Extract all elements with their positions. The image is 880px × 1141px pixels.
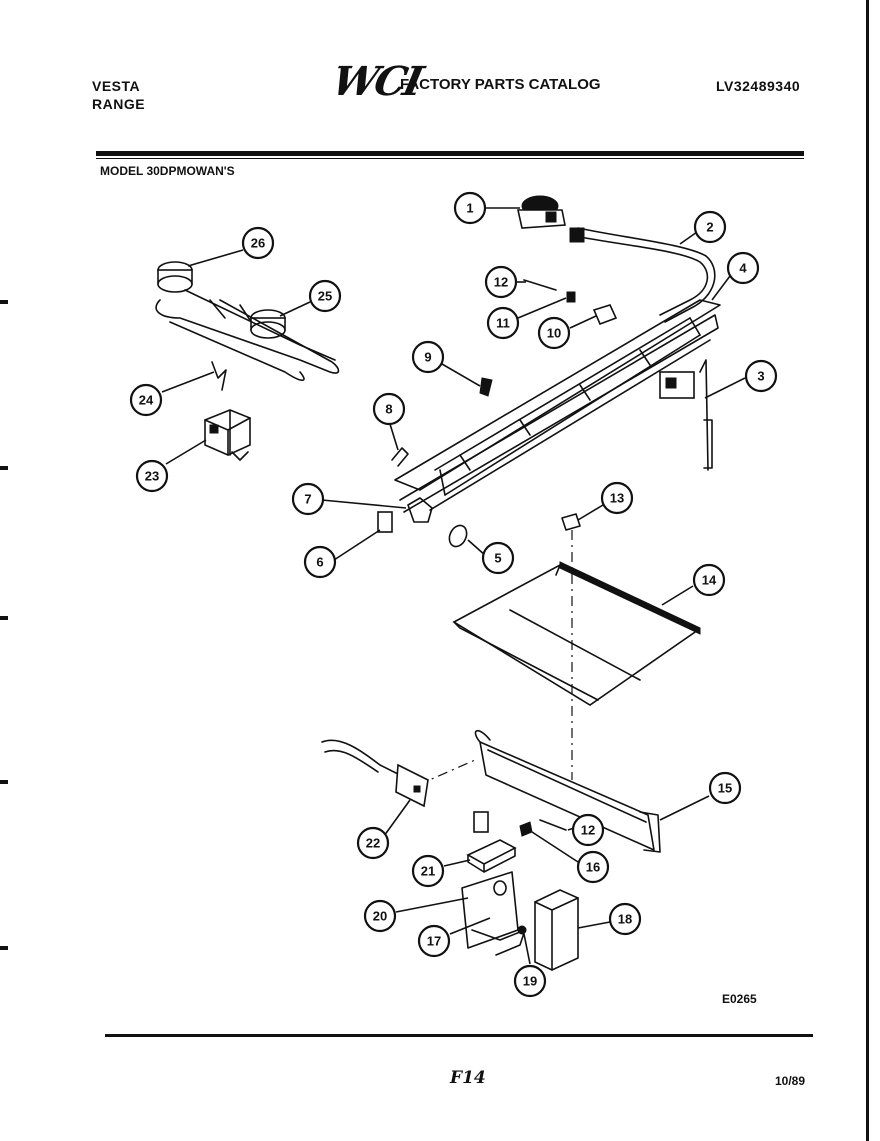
- knob-ring-5-drawing: [448, 524, 468, 548]
- page-edge-line: [866, 0, 869, 1141]
- callout-16: 16: [576, 850, 610, 884]
- screw-19-drawing: [517, 925, 527, 935]
- callout-6: 6: [303, 545, 337, 579]
- callout-9: 9: [411, 340, 445, 374]
- manifold-rail-drawing: [394, 299, 721, 513]
- plug-22-drawing: [321, 739, 429, 808]
- callout-20: 20: [363, 899, 397, 933]
- drawing-code: E0265: [722, 992, 757, 1006]
- callout-label: 25: [318, 289, 332, 304]
- callout-label: 26: [251, 236, 265, 251]
- shield-14-drawing: [452, 561, 701, 706]
- callout-label: 8: [385, 402, 392, 417]
- valve-7-drawing: [407, 497, 433, 523]
- callout-8: 8: [372, 392, 406, 426]
- regulator-1-drawing: [517, 195, 566, 229]
- callout-14: 14: [692, 563, 726, 597]
- product-type: RANGE: [92, 96, 146, 112]
- manifold-tube-drawing: [574, 235, 709, 316]
- margin-mark: [0, 616, 8, 620]
- screw-12b-drawing: [539, 819, 567, 831]
- callout-label: 6: [316, 555, 323, 570]
- margin-mark: [0, 466, 8, 470]
- callout-12: 12: [484, 265, 518, 299]
- margin-mark: [0, 300, 8, 304]
- callout-3: 3: [744, 359, 778, 393]
- callout-23: 23: [135, 459, 169, 493]
- callout-19: 19: [513, 964, 547, 998]
- callout-label: 5: [494, 551, 501, 566]
- callout-label: 7: [304, 492, 311, 507]
- callout-label: 18: [618, 912, 632, 927]
- callout-label: 4: [739, 261, 747, 276]
- callout-label: 19: [523, 974, 537, 989]
- callout-label: 14: [702, 573, 717, 588]
- callout-label: 23: [145, 469, 159, 484]
- callout-label: 1: [466, 201, 473, 216]
- callout-label: 9: [424, 350, 431, 365]
- bracket-20-drawing: [461, 871, 526, 956]
- callout-label: 11: [496, 316, 510, 331]
- nut-16-drawing: [519, 821, 533, 837]
- callout-17: 17: [417, 924, 451, 958]
- callout-label: 24: [139, 393, 154, 408]
- spring-8-drawing: [391, 447, 409, 467]
- callout-label: 20: [373, 909, 387, 924]
- callout-15: 15: [708, 771, 742, 805]
- thermostat-3-drawing: [659, 359, 713, 471]
- catalog-title: FACTORY PARTS CATALOG: [400, 76, 601, 93]
- callout-25: 25: [308, 279, 342, 313]
- callout-label: 22: [366, 836, 380, 851]
- fastener-13-drawing: [561, 513, 581, 531]
- callout-7: 7: [291, 482, 325, 516]
- leader-lines: [161, 207, 746, 965]
- callout-label: 13: [610, 491, 624, 506]
- screw-12-drawing: [523, 279, 557, 291]
- bracket-9-drawing: [479, 377, 493, 397]
- callout-24: 24: [129, 383, 163, 417]
- callout-label: 12: [494, 275, 508, 290]
- callout-21: 21: [411, 854, 445, 888]
- header-rule: [96, 151, 804, 156]
- margin-mark: [0, 780, 8, 784]
- ignitor-23-drawing: [204, 409, 251, 461]
- switch-21-drawing: [466, 811, 517, 873]
- callout-11: 11: [486, 306, 520, 340]
- clip-24-drawing: [211, 361, 227, 391]
- callout-22: 22: [356, 826, 390, 860]
- block-18-drawing: [534, 889, 579, 971]
- footer-rule: [105, 1034, 813, 1037]
- callout-label: 15: [718, 781, 732, 796]
- callout-13: 13: [600, 481, 634, 515]
- callout-label: 16: [586, 860, 600, 875]
- brand-name: VESTA: [92, 78, 141, 94]
- callout-label: 3: [757, 369, 764, 384]
- callout-2: 2: [693, 210, 727, 244]
- page-number: F14: [450, 1068, 486, 1088]
- model-number: MODEL 30DPMOWAN'S: [100, 164, 235, 178]
- callout-1: 1: [453, 191, 487, 225]
- callout-label: 12: [581, 823, 595, 838]
- rail-15-drawing: [474, 730, 661, 853]
- callout-label: 2: [706, 220, 713, 235]
- revision-date: 10/89: [775, 1074, 806, 1088]
- callout-26: 26: [241, 226, 275, 260]
- callout-5: 5: [481, 541, 515, 575]
- callout-4: 4: [726, 251, 760, 285]
- nut-11-drawing: [566, 291, 576, 303]
- margin-mark: [0, 946, 8, 950]
- callout-label: 10: [547, 326, 561, 341]
- valve-10-drawing: [592, 304, 618, 326]
- catalog-number: LV32489340: [716, 78, 801, 94]
- callout-12b: 12: [571, 813, 605, 847]
- callout-label: 21: [421, 864, 435, 879]
- burner-assembly-drawing: [155, 261, 340, 382]
- header-rule-thin: [96, 158, 804, 159]
- callout-label: 17: [427, 934, 441, 949]
- callout-18: 18: [608, 902, 642, 936]
- callout-10: 10: [537, 316, 571, 350]
- clip-6-drawing: [377, 511, 393, 533]
